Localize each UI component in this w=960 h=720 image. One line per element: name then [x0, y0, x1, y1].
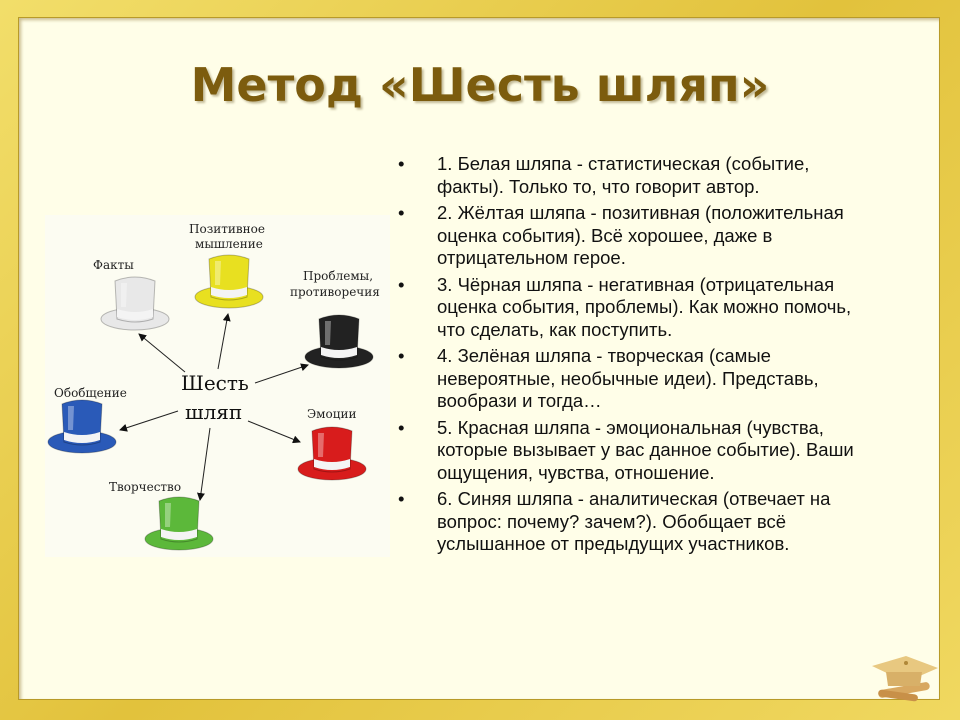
bullet: •: [398, 345, 405, 366]
bullet: •: [398, 416, 405, 438]
label-emotions: Эмоции: [307, 407, 357, 421]
list-item: • 1. Белая шляпа - статистическая (событи…: [398, 153, 878, 198]
list-item: • 4. Зелёная шляпа - творческая (самые не…: [398, 345, 878, 413]
black-hat-icon: [304, 314, 374, 369]
arrow-red: [247, 420, 301, 444]
diagram-graphics: [47, 254, 374, 551]
list-item-text: 1. Белая шляпа - статистическая (событие…: [437, 153, 810, 197]
list-item-text: 2. Жёлтая шляпа - позитивная (положитель…: [437, 202, 844, 268]
center-label-line2: шляп: [185, 400, 243, 424]
list-item-text: 5. Красная шляпа - эмоциональная (чувств…: [437, 416, 854, 483]
list-item: • 2. Жёлтая шляпа - позитивная (положител…: [398, 202, 878, 270]
list-item: • 5. Красная шляпа - эмоциональная (чувс…: [398, 417, 878, 485]
list-item: • 6. Синяя шляпа - аналитическая (отвеча…: [398, 488, 878, 556]
list-item-text: 3. Чёрная шляпа - негативная (отрицатель…: [437, 273, 852, 340]
bullet: •: [398, 202, 405, 223]
green-hat-icon: [144, 496, 214, 551]
label-problems-2: противоречия: [290, 285, 380, 299]
red-hat-icon: [297, 426, 367, 481]
label-positive-1: Позитивное: [189, 222, 265, 236]
blue-hat-icon: [47, 399, 117, 454]
bullet: •: [398, 488, 405, 509]
hats-list: • 1. Белая шляпа - статистическая (событи…: [398, 153, 878, 560]
bullet: •: [398, 153, 405, 174]
six-hats-diagram: Факты Позитивное мышление Проблемы, прот…: [45, 215, 390, 557]
label-facts: Факты: [93, 258, 134, 272]
list-item: • 3. Чёрная шляпа - негативная (отрицател…: [398, 274, 878, 342]
list-item-text: 6. Синяя шляпа - аналитическая (отвечает…: [437, 488, 831, 554]
arrows: [119, 313, 309, 501]
graduation-cap-icon: [872, 656, 938, 702]
arrow-white: [138, 333, 186, 373]
arrow-blue: [119, 410, 179, 432]
arrow-yellow: [217, 313, 231, 370]
list-item-text: 4. Зелёная шляпа - творческая (самые нев…: [437, 345, 819, 411]
slide-title: Метод «Шесть шляп»: [190, 58, 770, 112]
label-problems-1: Проблемы,: [303, 269, 374, 283]
center-label-line1: Шесть: [181, 371, 249, 395]
arrow-black: [254, 363, 309, 384]
white-hat-icon: [100, 276, 170, 331]
label-creativity: Творчество: [109, 480, 182, 494]
label-positive-2: мышление: [195, 237, 263, 251]
label-generalization: Обобщение: [54, 386, 127, 400]
yellow-hat-icon: [194, 254, 264, 309]
arrow-green: [197, 427, 211, 501]
bullet: •: [398, 273, 405, 295]
